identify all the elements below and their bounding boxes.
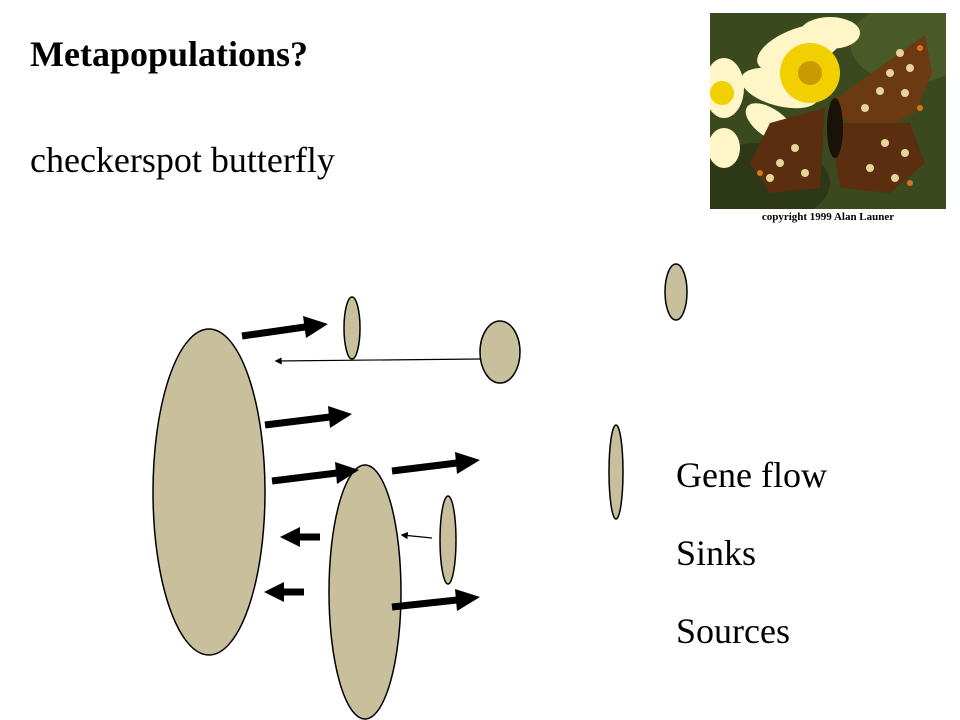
legend-item-sinks: Sinks	[676, 533, 757, 573]
thin-arrows	[274, 357, 481, 540]
arrow-out-5	[391, 589, 480, 611]
arrow-out-1	[241, 316, 328, 340]
habitat-patches	[152, 263, 688, 720]
butterfly-photo: copyright 1999 Alan Launer	[710, 13, 946, 224]
patch-small-top	[343, 296, 361, 360]
slide-subtitle: checkerspot butterfly	[30, 140, 335, 180]
legend: Gene flow Sinks Sources	[676, 452, 827, 686]
patch-small-right	[608, 424, 624, 520]
legend-item-gene-flow: Gene flow	[676, 455, 827, 495]
arrow-thin-short	[400, 531, 433, 540]
thick-arrows	[241, 316, 480, 611]
patch-small-topright	[664, 263, 688, 321]
photo-caption: copyright 1999 Alan Launer	[762, 211, 894, 223]
patch-large-left	[152, 328, 266, 656]
slide-title: Metapopulations?	[30, 34, 309, 74]
patch-medium-center	[479, 320, 521, 384]
arrow-out-3	[271, 462, 359, 485]
patch-small-middle	[439, 495, 457, 585]
arrow-out-2	[264, 406, 352, 429]
arrow-in-1	[280, 527, 320, 547]
arrow-in-2	[264, 582, 304, 602]
butterfly-icon	[750, 35, 932, 193]
legend-item-sources: Sources	[676, 611, 790, 651]
patch-large-bottom	[328, 464, 402, 720]
arrow-thin-long	[274, 357, 481, 365]
arrow-out-4	[391, 452, 480, 475]
